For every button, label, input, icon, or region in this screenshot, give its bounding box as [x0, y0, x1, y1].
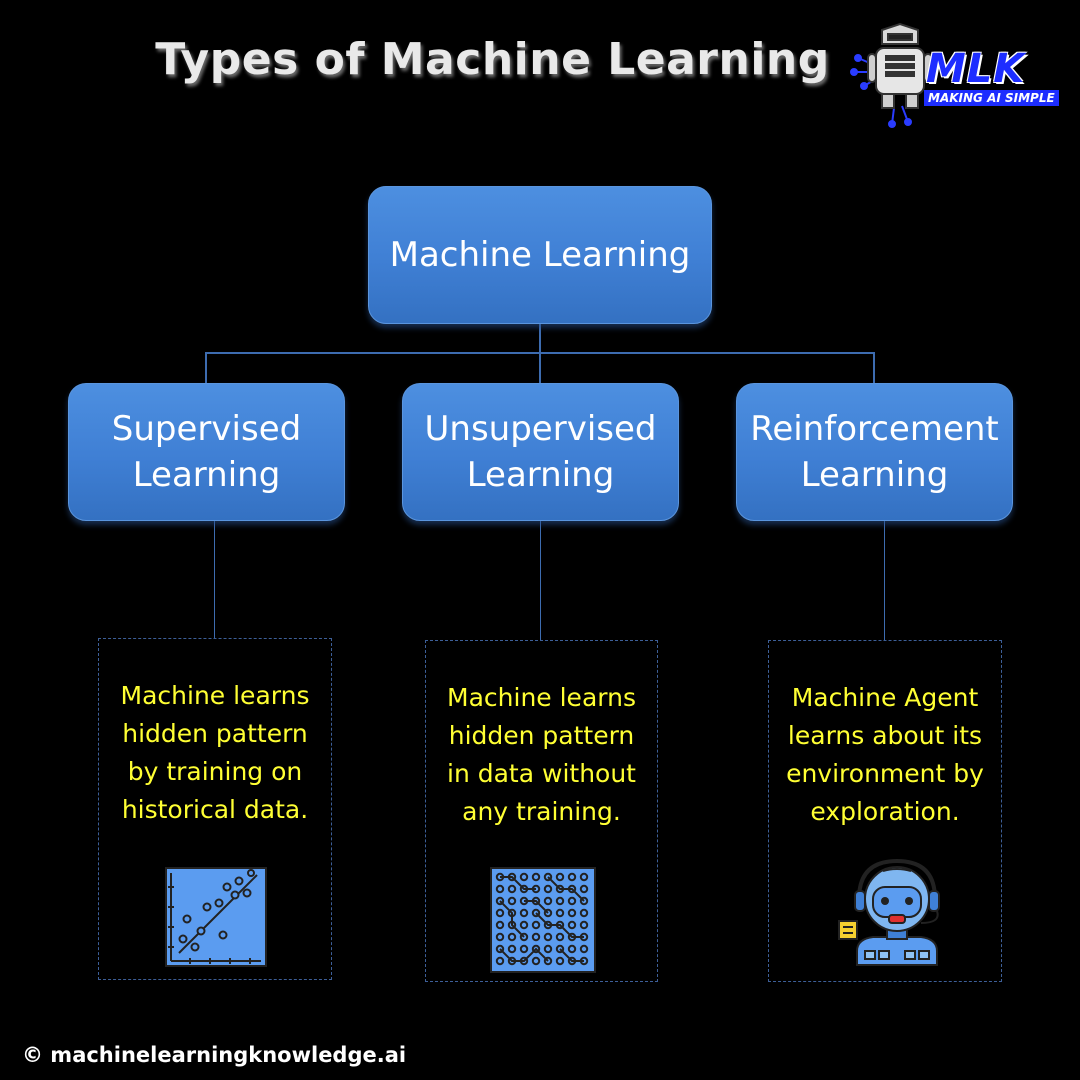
- unsupervised-learning-node: Unsupervised Learning: [402, 383, 679, 521]
- desc-line: Machine Agent: [791, 683, 979, 712]
- connector-root-down: [539, 322, 541, 353]
- node-label-line1: Unsupervised: [424, 409, 657, 449]
- network-grid-icon: [490, 867, 596, 984]
- connector-supervised: [205, 352, 207, 383]
- desc-line: any training.: [462, 797, 621, 826]
- grid-node: [495, 956, 505, 966]
- reinforcement-learning-node: Reinforcement Learning: [736, 383, 1013, 521]
- desc-line: learns about its: [787, 721, 983, 750]
- desc-line: hidden pattern: [122, 719, 308, 748]
- desc-line: in data without: [447, 759, 636, 788]
- grid-node: [543, 884, 553, 894]
- grid-node: [579, 944, 589, 954]
- grid-node: [567, 896, 577, 906]
- desc-line: historical data.: [121, 795, 309, 824]
- mlk-logo: [848, 20, 1068, 132]
- connector-supervised-desc: [214, 519, 215, 638]
- connector-unsupervised-desc: [540, 519, 541, 640]
- grid-node: [519, 872, 529, 882]
- grid-node: [555, 872, 565, 882]
- grid-node: [567, 944, 577, 954]
- grid-node: [555, 932, 565, 942]
- desc-line: hidden pattern: [448, 721, 635, 750]
- grid-node: [579, 872, 589, 882]
- logo-tagline: MAKING AI SIMPLE: [924, 90, 1059, 106]
- grid-node: [567, 920, 577, 930]
- connector-reinforcement-desc: [884, 519, 885, 640]
- grid-node: [567, 908, 577, 918]
- grid-node: [519, 944, 529, 954]
- grid-node: [555, 896, 565, 906]
- node-label-line2: Learning: [800, 455, 949, 495]
- reinforcement-description: Machine Agent learns about its environme…: [768, 640, 1002, 982]
- robot-agent-icon: [837, 855, 957, 982]
- grid-node: [579, 884, 589, 894]
- unsupervised-description: Machine learns hidden pattern in data wi…: [425, 640, 658, 982]
- grid-node: [579, 908, 589, 918]
- desc-line: Machine learns: [447, 683, 636, 712]
- desc-line: environment by: [786, 759, 984, 788]
- node-label-line2: Learning: [132, 455, 281, 495]
- node-label-line2: Learning: [466, 455, 615, 495]
- grid-node: [495, 920, 505, 930]
- node-label-line1: Reinforcement: [750, 409, 999, 449]
- page-title: Types of Machine Learning: [155, 34, 830, 85]
- grid-node: [543, 896, 553, 906]
- grid-node: [555, 908, 565, 918]
- grid-node: [579, 920, 589, 930]
- machine-learning-node: Machine Learning: [368, 186, 712, 324]
- grid-node: [507, 884, 517, 894]
- grid-node: [507, 944, 517, 954]
- node-label: Machine Learning: [389, 235, 691, 275]
- connector-unsupervised: [539, 352, 541, 383]
- grid-node: [495, 884, 505, 894]
- grid-node: [555, 956, 565, 966]
- connector-reinforcement: [873, 352, 875, 383]
- grid-node: [507, 932, 517, 942]
- supervised-description: Machine learns hidden pattern by trainin…: [98, 638, 332, 980]
- desc-line: by training on: [127, 757, 303, 786]
- scatter-plot-icon: [165, 867, 267, 978]
- grid-node: [519, 920, 529, 930]
- logo-wordmark: MLK: [926, 46, 1026, 92]
- grid-node: [543, 932, 553, 942]
- grid-node: [531, 932, 541, 942]
- grid-node: [531, 920, 541, 930]
- grid-node: [495, 908, 505, 918]
- supervised-learning-node: Supervised Learning: [68, 383, 345, 521]
- grid-node: [567, 872, 577, 882]
- grid-node: [519, 908, 529, 918]
- desc-line: exploration.: [810, 797, 960, 826]
- desc-line: Machine learns: [120, 681, 310, 710]
- grid-node: [543, 944, 553, 954]
- copyright-footer: © machinelearningknowledge.ai: [22, 1043, 407, 1067]
- grid-node: [507, 896, 517, 906]
- grid-node: [531, 956, 541, 966]
- node-label-line1: Supervised: [111, 409, 302, 449]
- grid-node: [495, 932, 505, 942]
- grid-node: [531, 872, 541, 882]
- robot-logo-icon: [850, 22, 933, 128]
